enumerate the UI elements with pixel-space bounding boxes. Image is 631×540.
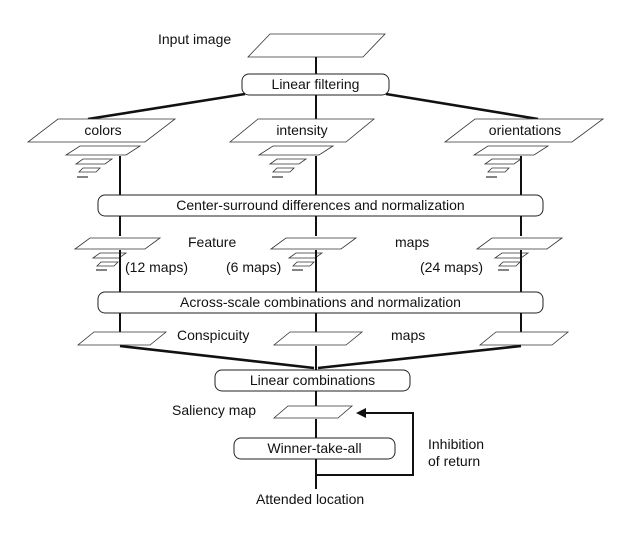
orientations-pyramid [472, 145, 550, 178]
colors-pyramid [64, 145, 142, 178]
branch-line-orientations [385, 92, 539, 121]
winner-take-all-box [233, 437, 396, 460]
conspicuity-label: Conspicuity [177, 327, 249, 343]
input-image-label: Input image [158, 31, 231, 47]
intensity-pyramid [257, 145, 335, 178]
orientations-feature-maps [475, 237, 564, 271]
feature-maps-label: maps [395, 234, 429, 250]
orientations-count-label: (24 maps) [420, 259, 483, 275]
linear-combinations-label: Linear combinations [250, 372, 375, 388]
colors-count-label: (12 maps) [125, 259, 188, 275]
conspicuity-maps-label: maps [391, 327, 425, 343]
across-scale-label: Across-scale combinations and normalizat… [180, 294, 461, 310]
merge-line-orientations [317, 344, 522, 370]
intensity-label: intensity [276, 122, 327, 138]
intensity-feature-maps [269, 237, 358, 271]
colors-conspicuity-map [76, 331, 168, 346]
orientations-conspicuity-map [478, 331, 570, 346]
saliency-map-label: Saliency map [172, 402, 256, 418]
center-surround-label: Center-surround differences and normaliz… [176, 197, 464, 213]
linear-combinations-box [214, 369, 411, 392]
of-return-label: of return [428, 453, 480, 469]
intensity-count-label: (6 maps) [226, 259, 281, 275]
intensity-conspicuity-map [272, 331, 364, 346]
orientations-label: orientations [489, 122, 561, 138]
colors-label: colors [84, 122, 121, 138]
orientations-plane [443, 118, 605, 143]
colors-plane [26, 118, 177, 143]
across-scale-box [97, 291, 544, 314]
attended-location-label: Attended location [256, 491, 364, 507]
merge-line-colors [119, 344, 315, 370]
intensity-plane [228, 118, 376, 143]
colors-feature-maps [73, 237, 162, 271]
input-image-plane [247, 33, 386, 58]
winner-take-all-label: Winner-take-all [267, 440, 361, 456]
inhibition-label: Inhibition [428, 436, 484, 452]
center-surround-box [97, 194, 544, 217]
linear-filtering-label: Linear filtering [272, 76, 360, 92]
feature-label: Feature [188, 234, 236, 250]
saliency-map-plane [272, 405, 354, 419]
branch-line-colors [87, 92, 246, 121]
inhibition-of-return-arrow [316, 408, 414, 476]
